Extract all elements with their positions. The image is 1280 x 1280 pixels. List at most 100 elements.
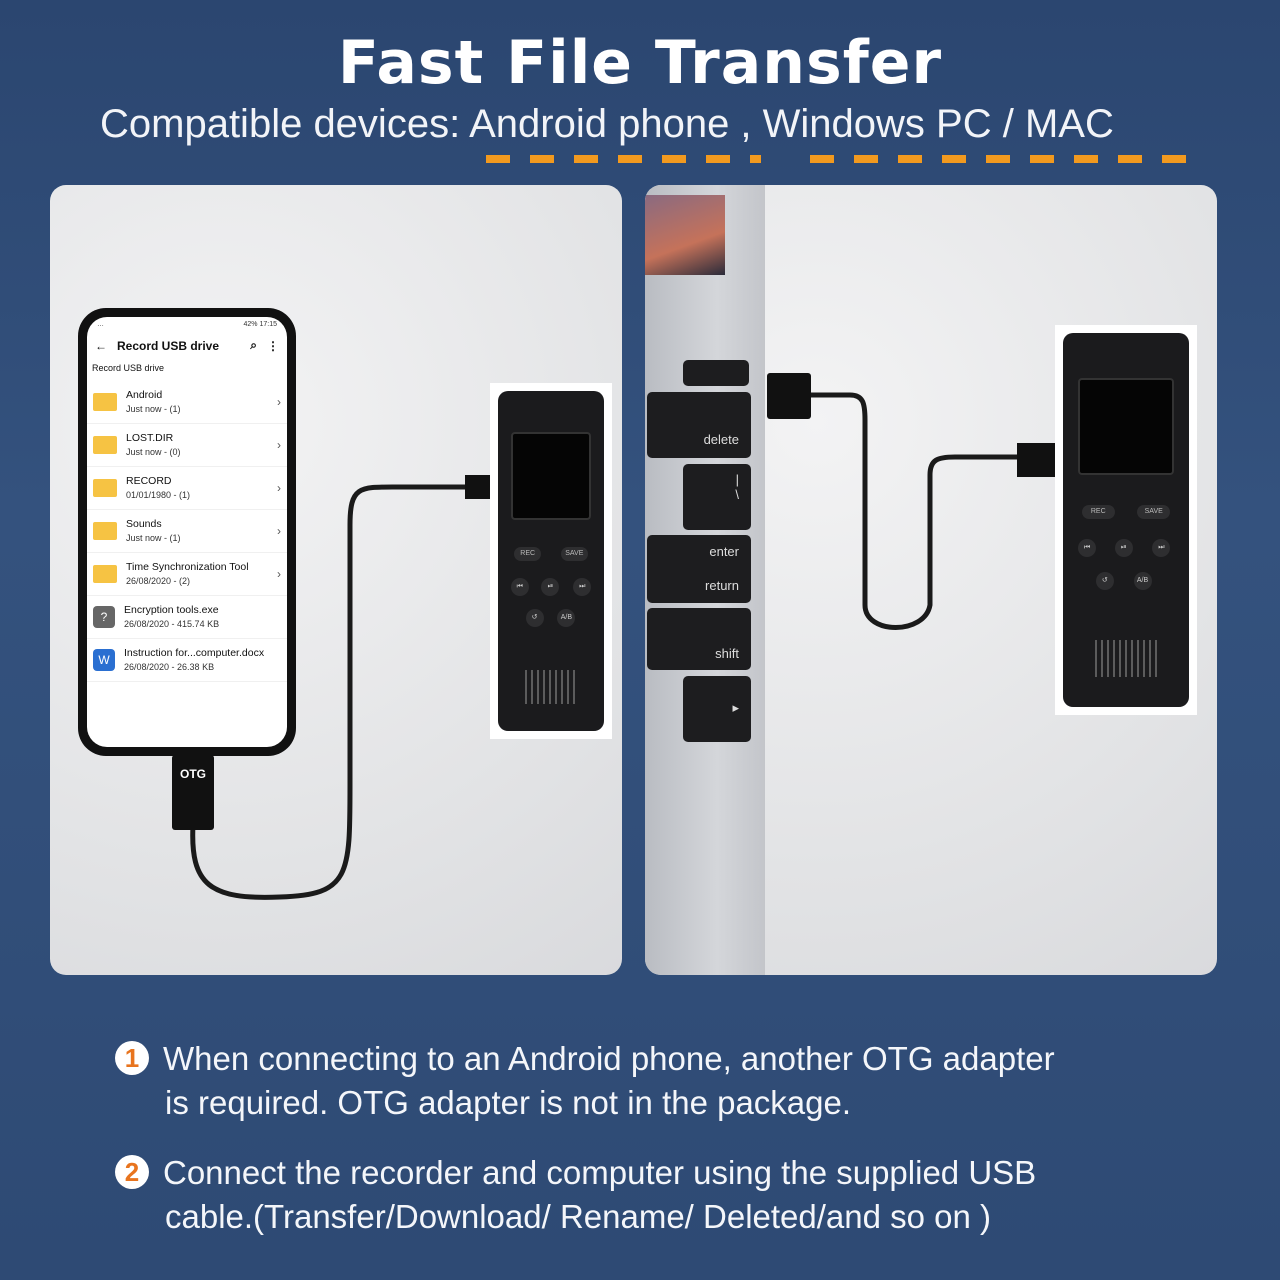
rec-button: REC (1081, 505, 1115, 520)
file-info: RECORD 01/01/1980 - (1) (126, 474, 277, 502)
speaker-grille (524, 669, 578, 704)
file-info: Encryption tools.exe 26/08/2020 - 415.74 … (124, 603, 281, 631)
more-icon[interactable]: ⋮ (267, 338, 279, 353)
folder-icon (93, 522, 117, 540)
file-name: Instruction for...computer.docx (124, 647, 265, 659)
word-doc-icon: W (93, 649, 115, 671)
file-row[interactable]: ? Encryption tools.exe 26/08/2020 - 415.74… (87, 596, 287, 639)
note-2: 2 Connect the recorder and computer using… (115, 1151, 1036, 1239)
note-text: cable.(Transfer/Download/ Rename/ Delete… (165, 1198, 992, 1235)
android-panel: … 42% 17:15 ← Record USB drive ⌕ ⋮ Record… (50, 185, 622, 975)
voice-recorder-right: REC SAVE ⏮ ⏯ ⏭ ↺ A/B (1055, 325, 1197, 715)
file-name: LOST.DIR (126, 432, 174, 444)
phone-screen: … 42% 17:15 ← Record USB drive ⌕ ⋮ Record… (87, 317, 287, 747)
prev-icon: ⏮ (1078, 538, 1097, 557)
file-meta: 26/08/2020 - 415.74 KB (124, 619, 220, 629)
app-header: ← Record USB drive ⌕ ⋮ (87, 328, 287, 359)
file-info: Time Synchronization Tool 26/08/2020 - (2… (126, 560, 277, 588)
file-name: Time Synchronization Tool (126, 561, 249, 573)
file-row[interactable]: LOST.DIR Just now - (0) › (87, 424, 287, 467)
exe-file-icon: ? (93, 606, 115, 628)
play-pause-icon: ⏯ (1114, 538, 1133, 557)
file-row[interactable]: Time Synchronization Tool 26/08/2020 - (2… (87, 553, 287, 596)
number-badge: 2 (115, 1155, 149, 1189)
file-name: Encryption tools.exe (124, 604, 219, 616)
next-icon: ⏭ (1152, 538, 1171, 557)
file-meta: 26/08/2020 - 26.38 KB (124, 662, 215, 672)
folder-icon (93, 393, 117, 411)
chevron-right-icon: › (277, 567, 281, 581)
app-title: Record USB drive (117, 338, 220, 353)
ab-button: A/B (557, 608, 576, 627)
laptop-screen (645, 195, 725, 275)
return-icon: ↺ (1095, 572, 1114, 591)
separator: , (729, 102, 763, 146)
folder-icon (93, 565, 117, 583)
chevron-right-icon: › (277, 395, 281, 409)
note-text: When connecting to an Android phone, ano… (163, 1040, 1055, 1077)
next-icon: ⏭ (573, 578, 592, 596)
speaker-grille (1094, 639, 1158, 678)
subtitle: Compatible devices: Android phone , Wind… (100, 102, 1114, 147)
android-label: Android phone (469, 102, 730, 146)
key-enter: enter return (647, 535, 751, 603)
status-bar: … 42% 17:15 (87, 317, 287, 328)
file-name: Sounds (126, 518, 162, 530)
otg-adapter: OTG (172, 755, 214, 830)
status-left: … (97, 321, 104, 328)
note-1: 1 When connecting to an Android phone, an… (115, 1037, 1055, 1125)
recorder-screen (1078, 377, 1174, 476)
chevron-right-icon: › (277, 524, 281, 538)
recorder-body: REC SAVE ⏮ ⏯ ⏭ ↺ A/B (1063, 333, 1189, 707)
search-icon[interactable]: ⌕ (250, 338, 257, 352)
save-button: SAVE (1137, 505, 1171, 520)
number-badge: 1 (115, 1041, 149, 1075)
note-text: is required. OTG adapter is not in the p… (165, 1084, 852, 1121)
note-text: Connect the recorder and computer using … (163, 1154, 1037, 1191)
key-shift: shift (647, 608, 751, 670)
key-delete: delete (647, 392, 751, 458)
file-meta: Just now - (0) (126, 447, 181, 457)
file-meta: Just now - (1) (126, 404, 181, 414)
chevron-right-icon: › (277, 438, 281, 452)
save-button: SAVE (560, 547, 589, 562)
windows-underline (810, 155, 1188, 163)
key-arrow-right: ▸ (683, 676, 751, 742)
ab-button: A/B (1133, 572, 1152, 591)
breadcrumb: Record USB drive (92, 363, 165, 373)
subtitle-prefix: Compatible devices: (100, 102, 470, 146)
folder-icon (93, 436, 117, 454)
page-title: Fast File Transfer (337, 28, 943, 98)
android-underline (486, 155, 761, 163)
computer-panel: delete |\ enter return shift ▸ REC SAVE ⏮… (645, 185, 1217, 975)
return-label: return (705, 578, 739, 593)
recorder-screen (510, 431, 592, 521)
folder-icon (93, 479, 117, 497)
back-arrow-icon[interactable]: ← (95, 338, 107, 353)
chevron-right-icon: › (277, 481, 281, 495)
file-info: LOST.DIR Just now - (0) (126, 431, 277, 459)
file-name: RECORD (126, 475, 172, 487)
voice-recorder-left: REC SAVE ⏮ ⏯ ⏭ ↺ A/B (490, 383, 612, 739)
status-right: 42% 17:15 (243, 321, 277, 328)
enter-label: enter (709, 544, 739, 559)
file-meta: 26/08/2020 - (2) (126, 576, 191, 586)
file-meta: Just now - (1) (126, 533, 181, 543)
key-backslash: |\ (683, 464, 751, 530)
file-name: Android (126, 389, 163, 401)
phone: … 42% 17:15 ← Record USB drive ⌕ ⋮ Record… (78, 308, 296, 756)
file-meta: 01/01/1980 - (1) (126, 490, 191, 500)
file-row[interactable]: RECORD 01/01/1980 - (1) › (87, 467, 287, 510)
usb-cable-right (767, 373, 1055, 630)
return-icon: ↺ (525, 608, 544, 627)
usb-cable (190, 475, 493, 900)
key-top (683, 360, 749, 386)
play-pause-icon: ⏯ (541, 578, 560, 596)
file-row[interactable]: W Instruction for...computer.docx 26/08/20… (87, 639, 287, 682)
file-info: Instruction for...computer.docx 26/08/202… (124, 646, 281, 674)
